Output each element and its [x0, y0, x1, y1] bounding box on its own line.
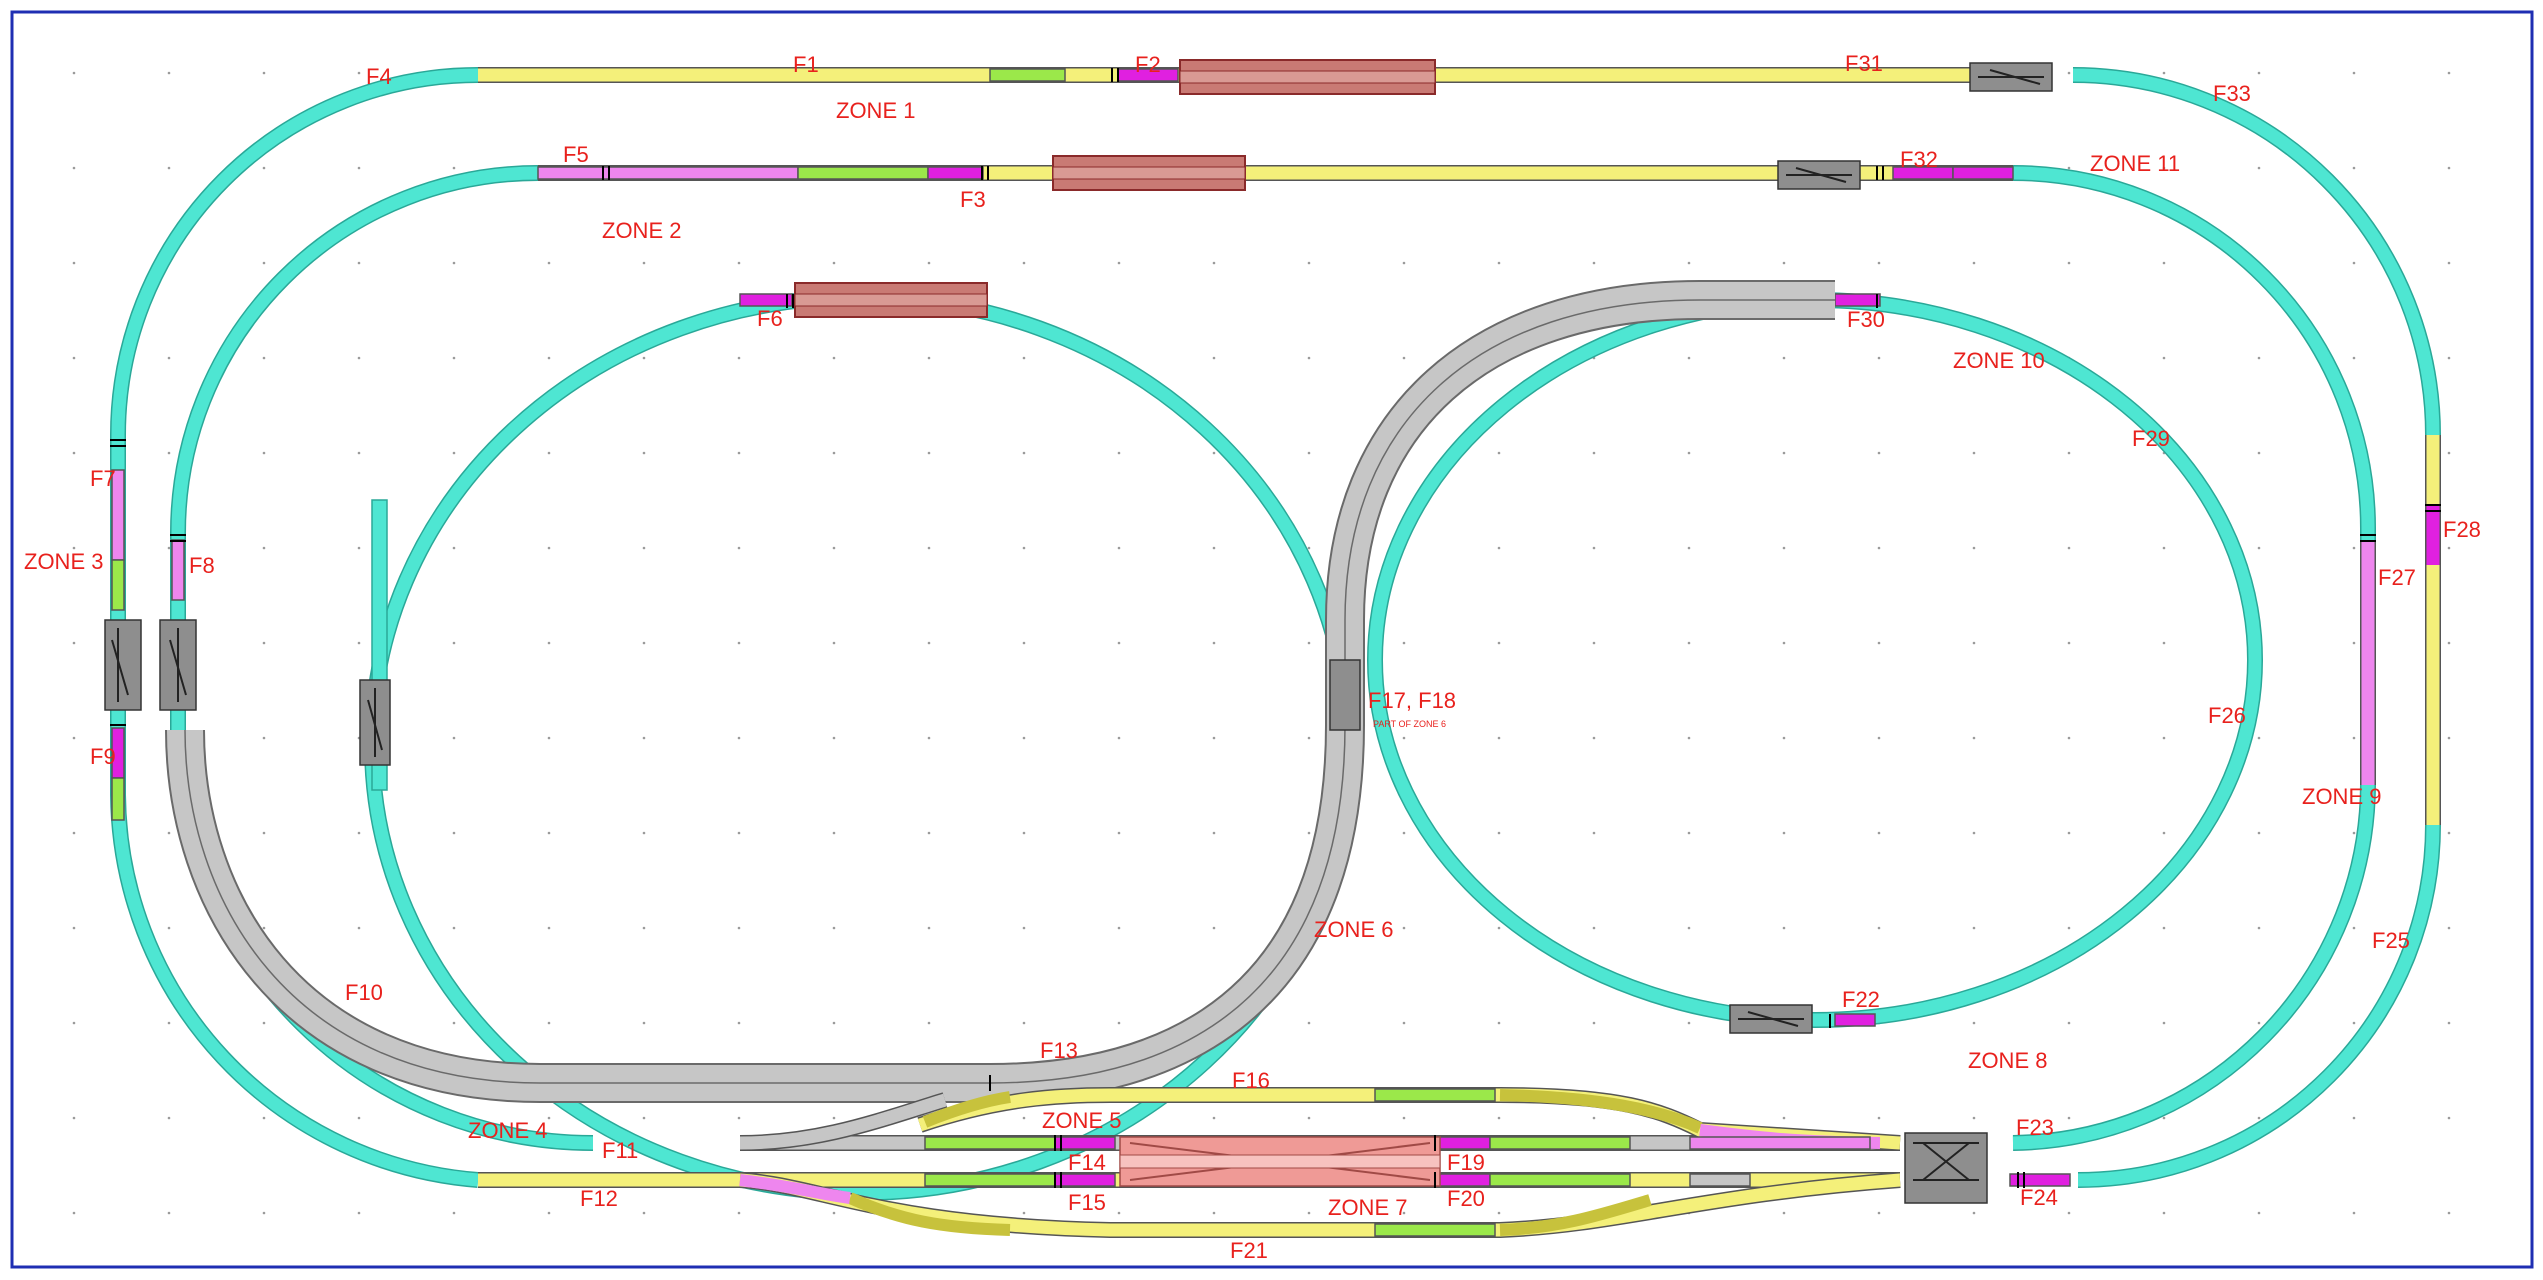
- f12-label: F12: [580, 1186, 618, 1211]
- f6-label: F6: [757, 306, 783, 331]
- f7-label: F7: [90, 466, 116, 491]
- f31-label: F31: [1845, 51, 1883, 76]
- f5-label: F5: [563, 142, 589, 167]
- f9-label: F9: [90, 744, 116, 769]
- f19-label: F19: [1447, 1150, 1485, 1175]
- zone6-label: ZONE 6: [1314, 917, 1393, 942]
- f15-label: F15: [1068, 1190, 1106, 1215]
- f20-label: F20: [1447, 1186, 1485, 1211]
- f24-label: F24: [2020, 1185, 2058, 1210]
- f13-label: F13: [1040, 1038, 1078, 1063]
- zone-labels: ZONE 1 ZONE 2 ZONE 3 ZONE 4 ZONE 5 ZONE …: [24, 98, 2381, 1220]
- f2-label: F2: [1135, 52, 1161, 77]
- f21-label: F21: [1230, 1238, 1268, 1263]
- f14-label: F14: [1068, 1150, 1106, 1175]
- f23-label: F23: [2016, 1115, 2054, 1140]
- part-of-zone6-note: PART OF ZONE 6: [1373, 719, 1446, 729]
- f3-label: F3: [960, 187, 986, 212]
- zone1-label: ZONE 1: [836, 98, 915, 123]
- zone8-label: ZONE 8: [1968, 1048, 2047, 1073]
- f17-18-label: F17, F18: [1368, 688, 1456, 713]
- zone2-label: ZONE 2: [602, 218, 681, 243]
- feeder-markers: [110, 68, 2441, 1188]
- zone5-label: ZONE 5: [1042, 1108, 1121, 1133]
- f22-label: F22: [1842, 987, 1880, 1012]
- outer-loop-track: [110, 67, 2441, 1188]
- double-crossover: [1119, 1136, 1441, 1187]
- zone3-segments: [111, 469, 185, 821]
- diagram-border: [10, 10, 2534, 1269]
- f11-label: F11: [602, 1138, 638, 1163]
- f8-label: F8: [189, 553, 215, 578]
- second-top-segments: [537, 166, 2014, 180]
- feeder-labels: F1 F2 F3 F4 F5 F6 F7 F8 F9 F10 F11 F12 F…: [90, 51, 2481, 1263]
- f27-label: F27: [2378, 565, 2416, 590]
- f28-label: F28: [2443, 517, 2481, 542]
- f29-label: F29: [2132, 426, 2170, 451]
- zone11-label: ZONE 11: [2090, 151, 2180, 176]
- zone6-double-track: [165, 280, 1835, 1103]
- f25-label: F25: [2372, 928, 2410, 953]
- f30-label: F30: [1847, 307, 1885, 332]
- zone9-label: ZONE 9: [2302, 784, 2381, 809]
- f1-label: F1: [793, 52, 819, 77]
- f26-label: F26: [2208, 703, 2246, 728]
- f33-label: F33: [2213, 81, 2251, 106]
- platforms: [794, 59, 1436, 318]
- f16-label: F16: [1232, 1068, 1270, 1093]
- zone10-label: ZONE 10: [1953, 348, 2045, 373]
- zone7-label: ZONE 7: [1328, 1195, 1407, 1220]
- zone4-label: ZONE 4: [468, 1118, 547, 1143]
- f10-label: F10: [345, 980, 383, 1005]
- f32-label: F32: [1900, 147, 1938, 172]
- turnouts: [104, 62, 2053, 1204]
- zone3-label: ZONE 3: [24, 549, 103, 574]
- f4-label: F4: [366, 64, 392, 89]
